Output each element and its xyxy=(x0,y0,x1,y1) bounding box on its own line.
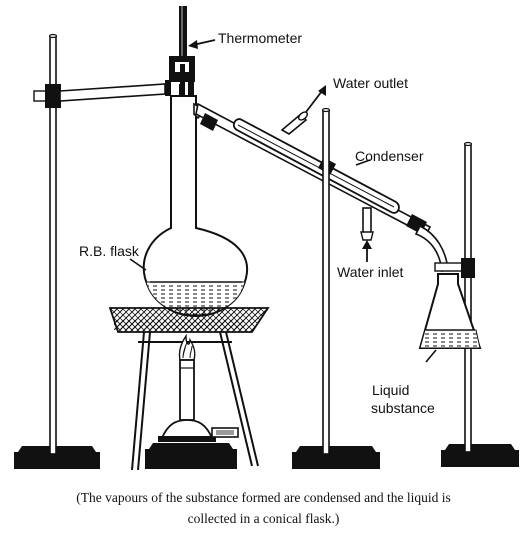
left-stand-base xyxy=(14,452,100,469)
liquid-label: Liquid xyxy=(372,382,410,398)
right-clamp-boss xyxy=(461,258,475,278)
liquid-pointer xyxy=(425,349,437,363)
middle-stand-base xyxy=(292,452,380,469)
water-inlet-tube xyxy=(362,207,372,235)
condenser-label: Condenser xyxy=(355,148,424,164)
right-stand-rod xyxy=(464,143,472,453)
rb-flask-label: R.B. flask xyxy=(79,243,139,259)
thermometer xyxy=(169,6,195,117)
rb-flask-pointer xyxy=(129,258,147,271)
clamp-arm xyxy=(33,80,194,108)
substance-label: substance xyxy=(371,400,435,416)
conical-flask-liquid xyxy=(419,329,481,349)
figure-caption: (The vapours of the substance formed are… xyxy=(10,487,517,529)
clamp-boss xyxy=(45,84,61,108)
burner-platform xyxy=(145,449,237,469)
right-clamp-stand xyxy=(434,141,519,467)
upper-joint xyxy=(200,113,218,131)
burner-base xyxy=(160,419,214,439)
caption-line-2: collected in a conical flask.) xyxy=(187,511,340,526)
label-pointers xyxy=(129,39,437,363)
bunsen-burner xyxy=(145,333,239,469)
left-clamp-stand xyxy=(14,33,100,469)
water-outlet-label: Water outlet xyxy=(333,75,408,91)
left-stand-base-top xyxy=(18,446,96,452)
burner-flame xyxy=(178,333,196,361)
conical-flask xyxy=(418,273,482,349)
right-stand-base xyxy=(441,450,519,467)
water-outlet-pointer xyxy=(305,90,323,113)
middle-stand-rod xyxy=(322,109,330,455)
middle-clamp-stand xyxy=(292,107,380,469)
condenser-pointer xyxy=(355,159,371,166)
caption-line-1: (The vapours of the substance formed are… xyxy=(76,490,451,505)
tripod-stand xyxy=(108,307,270,471)
thermometer-label: Thermometer xyxy=(218,30,303,46)
burner-tube xyxy=(179,359,195,421)
water-inlet-label: Water inlet xyxy=(337,264,404,280)
